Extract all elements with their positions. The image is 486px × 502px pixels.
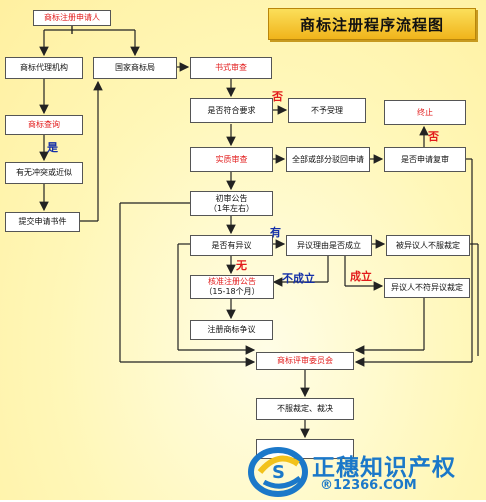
substantive-exam-box: 实质审查 bbox=[190, 147, 273, 172]
initial-notice-period: （1年左右） bbox=[208, 203, 255, 213]
initial-notice-label: 初审公告 bbox=[215, 193, 248, 203]
court-box bbox=[256, 439, 354, 459]
opposed-dissatisfied-box: 被异议人不服裁定 bbox=[386, 235, 470, 256]
svg-text:S: S bbox=[272, 462, 285, 483]
full-partial-reject-box: 全部或部分驳回申请 bbox=[286, 147, 370, 172]
approve-notice-label: 核准注册公告 bbox=[208, 277, 256, 286]
trademark-office-box: 国家商标局 bbox=[93, 57, 177, 79]
label-no-opposition: 无 bbox=[236, 259, 247, 272]
label-has-opposition: 有 bbox=[270, 226, 281, 239]
not-accept-ruling-box: 不服裁定、裁决 bbox=[256, 398, 354, 420]
logo-url: ®12366.COM bbox=[320, 478, 417, 493]
label-yes: 是 bbox=[47, 141, 58, 154]
label-not-valid: 不成立 bbox=[282, 272, 315, 285]
review-board-box: 商标评审委员会 bbox=[256, 352, 354, 370]
register-dispute-box: 注册商标争议 bbox=[190, 320, 273, 340]
has-opposition-box: 是否有异议 bbox=[190, 235, 273, 256]
approve-notice-period: （15-18个月） bbox=[204, 287, 260, 296]
initial-notice-box: 初审公告 （1年左右） bbox=[190, 191, 273, 216]
label-no-requirements: 否 bbox=[272, 90, 283, 103]
approve-notice-box: 核准注册公告 （15-18个月） bbox=[190, 275, 274, 299]
logo-name: 正穗知识产权 bbox=[312, 455, 456, 481]
search-box: 商标查询 bbox=[5, 115, 83, 135]
applicant-box: 商标注册申请人 bbox=[33, 10, 111, 26]
meets-requirements-box: 是否符合要求 bbox=[190, 98, 273, 123]
brand-logo: S 正穗知识产权 ®12366.COM bbox=[248, 442, 484, 498]
apply-review-box: 是否申请复审 bbox=[384, 147, 466, 172]
label-valid: 成立 bbox=[350, 270, 372, 283]
page-title: 商标注册程序流程图 bbox=[268, 8, 476, 40]
submit-docs-box: 提交申请书件 bbox=[5, 212, 80, 232]
logo-swirl-icon: S bbox=[248, 447, 308, 497]
conflict-check-box: 有无冲突或近似 bbox=[5, 162, 83, 184]
opposition-valid-box: 异议理由是否成立 bbox=[286, 235, 372, 256]
terminate-box: 终止 bbox=[384, 100, 466, 125]
formal-exam-box: 书式审查 bbox=[190, 57, 272, 79]
label-no-review: 否 bbox=[428, 130, 439, 143]
reject-acceptance-box: 不予受理 bbox=[288, 98, 366, 123]
opponent-dissatisfied-box: 异议人不符异议裁定 bbox=[384, 278, 470, 298]
agency-box: 商标代理机构 bbox=[5, 57, 83, 79]
